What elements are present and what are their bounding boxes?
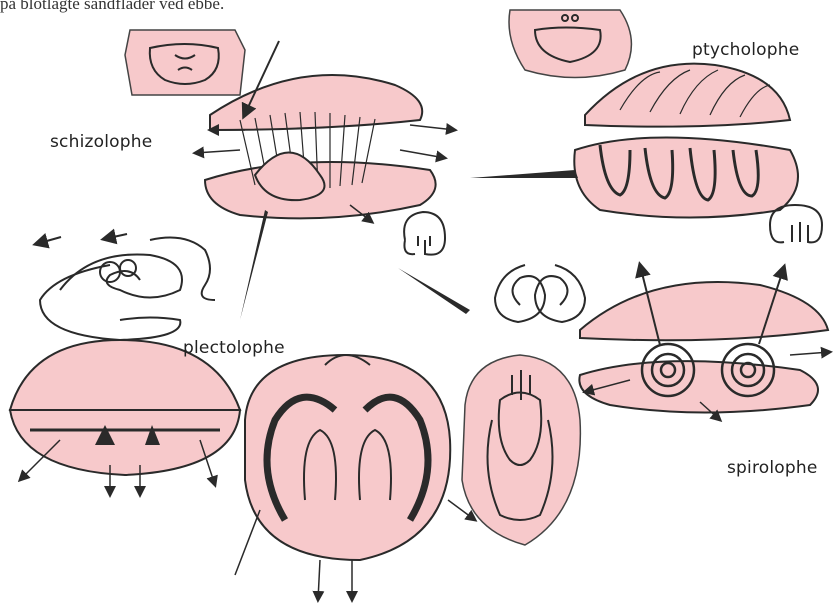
schizolophe-small-outline: [125, 30, 245, 95]
plectolophe-shell-outline: [462, 355, 580, 545]
label-schizolophe: schizolophe: [50, 132, 152, 152]
schizolophe-cross-section: [404, 212, 445, 255]
plectolophe-shell-center: [235, 355, 475, 600]
label-plectolophe: plectolophe: [183, 338, 285, 358]
ptycholophe-shell: [574, 64, 798, 218]
spirolophe-shell: [579, 265, 830, 420]
label-ptycholophe: ptycholophe: [692, 40, 799, 60]
label-spirolophe: spirolophe: [727, 458, 818, 478]
spiral-cross-section: [495, 265, 585, 322]
plectolophe-loop-diagram: [36, 234, 215, 340]
ptycholophe-small-outline: [509, 10, 631, 78]
plectolophe-shell-left: [10, 340, 240, 495]
